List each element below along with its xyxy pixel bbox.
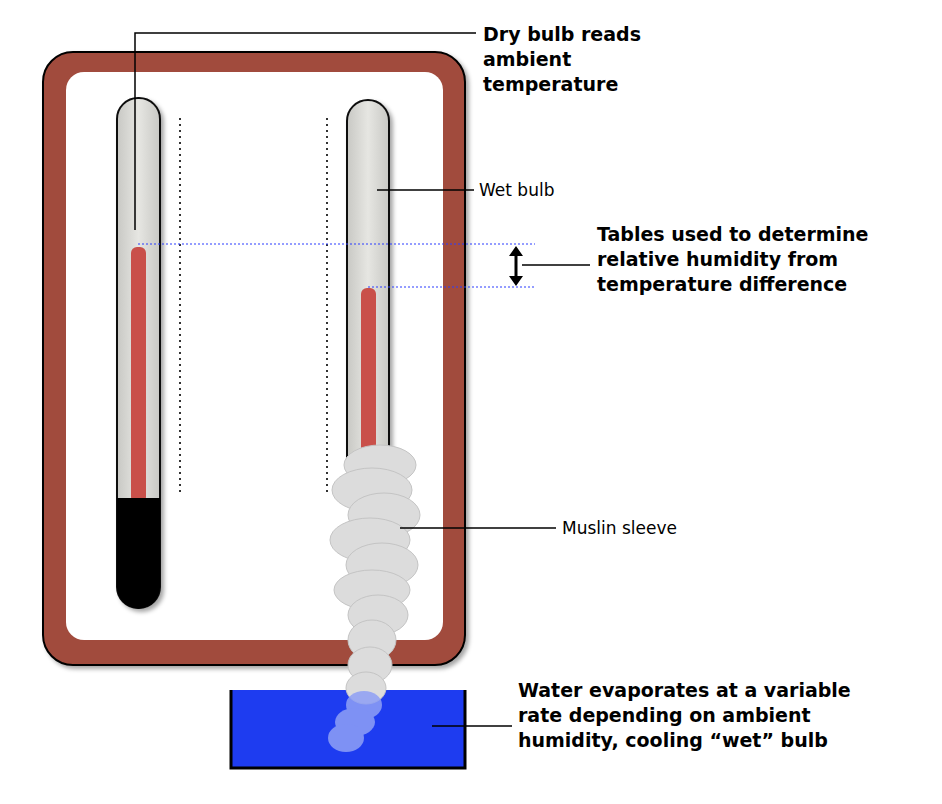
level-line <box>138 243 535 244</box>
water-dish <box>231 690 465 768</box>
scale <box>179 118 181 492</box>
difference-arrow <box>509 246 523 286</box>
callout-label: Muslin sleeve <box>562 517 762 539</box>
callout-label: Dry bulb reads ambient temperature <box>483 22 703 97</box>
muslin-sleeve <box>330 445 420 704</box>
scale <box>326 118 328 492</box>
dry-thermometer <box>117 98 160 608</box>
wet-muslin <box>328 691 382 752</box>
frame <box>43 52 465 665</box>
frame-inner <box>66 72 443 640</box>
callout-label: Water evaporates at a variable rate depe… <box>518 678 893 753</box>
callout-label: Tables used to determine relative humidi… <box>597 222 935 297</box>
dish-outline <box>231 690 465 768</box>
mercury <box>131 247 146 503</box>
level-line <box>368 286 535 287</box>
dry-bulb <box>117 498 160 608</box>
leader-line <box>135 33 590 726</box>
callout-label: Wet bulb <box>479 179 619 201</box>
wet-thermometer <box>347 100 389 480</box>
